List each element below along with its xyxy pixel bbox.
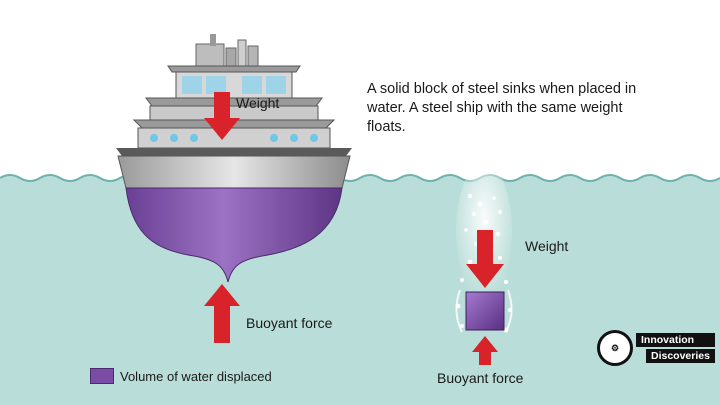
logo-line-2: Discoveries xyxy=(646,349,715,363)
watermark-logo: ⚙ Innovation Discoveries xyxy=(597,330,715,366)
legend-label: Volume of water displaced xyxy=(120,368,272,384)
legend: Volume of water displaced xyxy=(90,368,272,384)
water-surface-line xyxy=(0,174,720,182)
ship-displaced-volume xyxy=(125,187,343,283)
ship-weight-label: Weight xyxy=(236,95,280,111)
ship-weight-arrow xyxy=(204,92,240,140)
block-weight-label: Weight xyxy=(525,238,569,254)
ship-buoyant-label: Buoyant force xyxy=(246,315,333,331)
caption-text: A solid block of steel sinks when placed… xyxy=(367,81,637,135)
block-buoyant-label: Buoyant force xyxy=(437,370,524,386)
logo-badge-icon: ⚙ xyxy=(597,330,633,366)
ship-buoyant-arrow xyxy=(204,284,240,343)
logo-line-1: Innovation xyxy=(636,333,715,347)
block-buoyant-arrow xyxy=(472,336,498,365)
steel-block xyxy=(465,291,505,331)
block-weight-arrow xyxy=(466,230,504,288)
legend-swatch xyxy=(90,368,114,384)
